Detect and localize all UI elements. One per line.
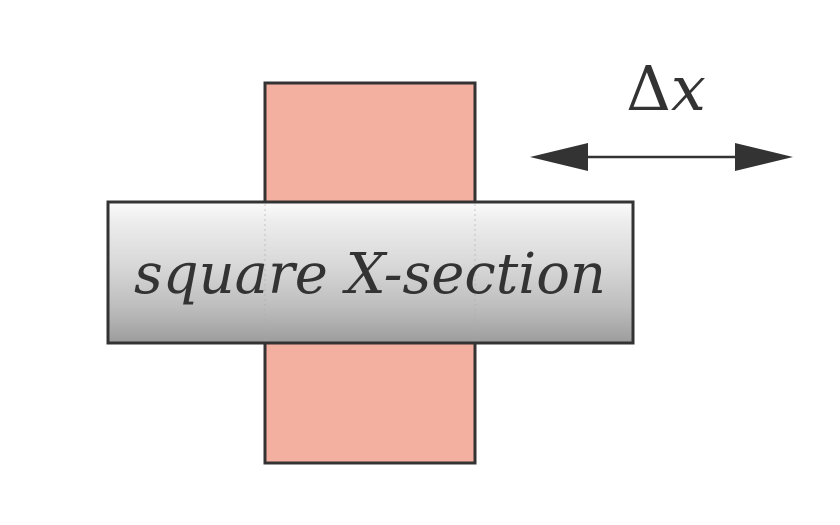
delta-variable: x <box>671 52 706 125</box>
displacement-arrow-icon <box>530 143 793 171</box>
bar-label: square X-section <box>134 242 606 307</box>
delta-x-label: Δx <box>626 52 706 125</box>
delta-symbol: Δ <box>626 52 671 125</box>
square-bar <box>106 200 635 345</box>
